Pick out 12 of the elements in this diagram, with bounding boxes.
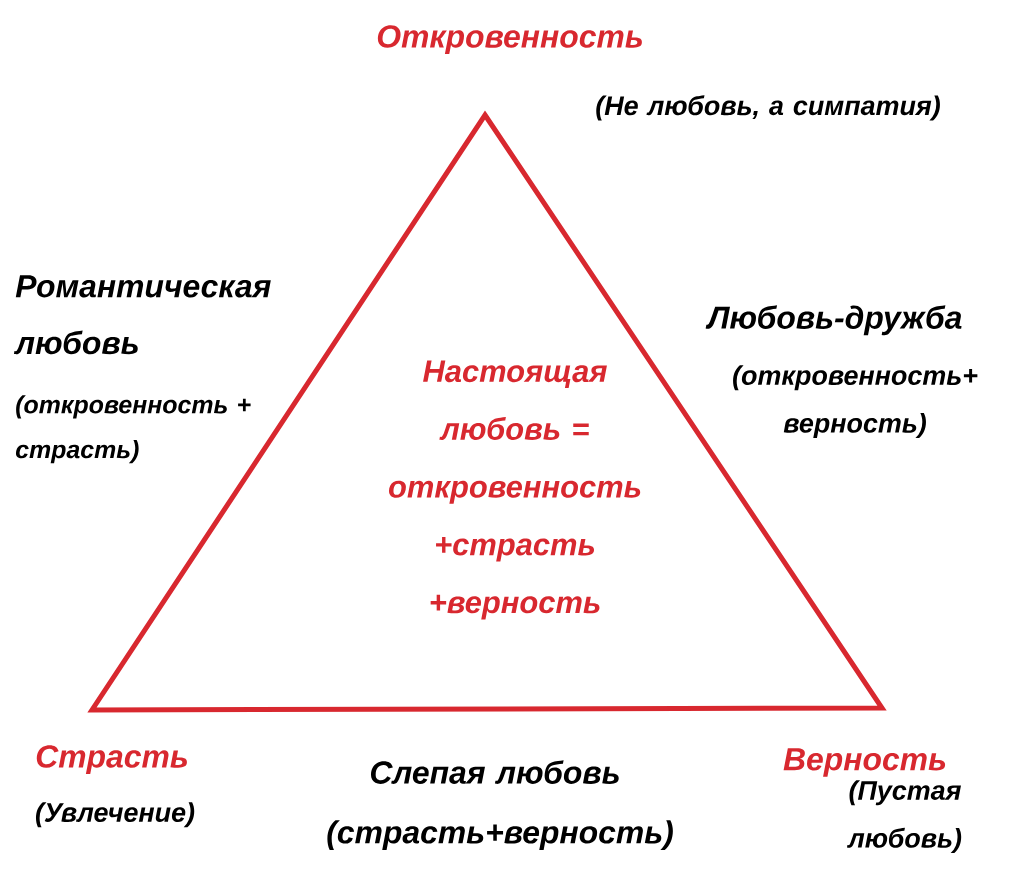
side-label: Любовь-дружба: [705, 305, 962, 336]
note-text: (откровенность + страсть): [15, 395, 251, 464]
note-text: (Не любовь, а симпатия): [596, 95, 940, 121]
note-text: (Пустая любовь): [846, 780, 962, 854]
side-label: Слепая любовь: [371, 760, 619, 784]
note-text: (откровенность+ верность): [733, 365, 978, 439]
vertex-label: Откровенность: [377, 25, 642, 55]
vertex-label: Верность: [783, 748, 946, 777]
note-text: (Увлечение): [36, 802, 195, 828]
vertex-label: Страсть: [36, 745, 187, 775]
note-text: (страсть+верность): [327, 820, 673, 850]
side-label: Романтическая любовь: [13, 275, 271, 355]
